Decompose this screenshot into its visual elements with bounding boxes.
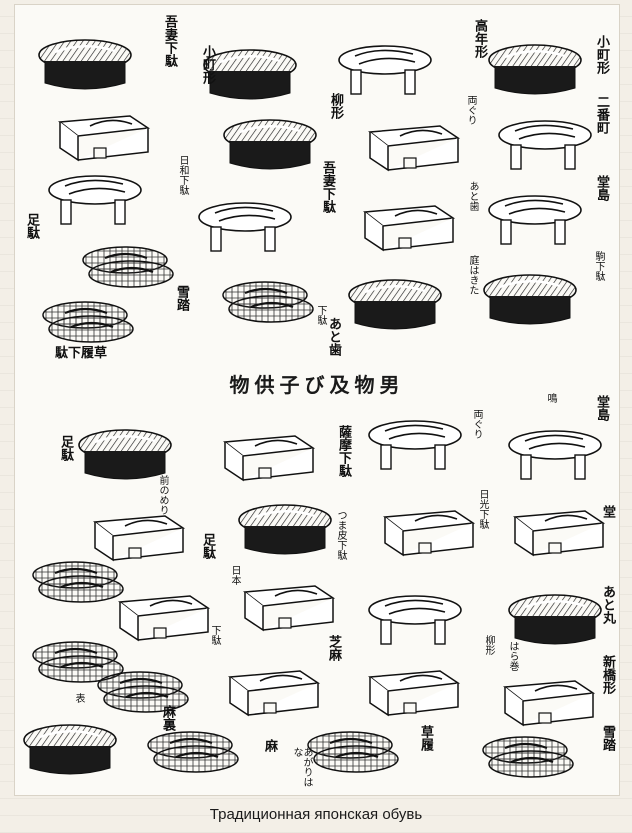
shoe-label: 雪踏 [600,725,615,751]
figure-caption: Традиционная японская обувь [209,806,423,823]
shoe-label: 表 [73,693,84,703]
shoe-label: 下駄 [315,305,326,325]
figure-title: 物供子び及物男 [229,373,405,397]
shoe-label: 麻裏 [160,705,175,731]
shoe-label: 日和下駄 [177,155,188,195]
shoe-label: 日光下駄 [477,489,488,529]
shoe-label: 二番町 [594,95,609,134]
shoe-label: 吾妻下駄 [320,161,335,213]
shoe-label: 雪踏 [174,285,189,311]
shoe-label: 草履 [418,725,433,751]
shoe-label: 堂 [600,505,615,518]
shoe-label: 庭はきた [467,255,478,295]
footwear-drawing [22,38,604,779]
shoe-label: 小町形 [200,45,215,84]
shoe-label: 柳形 [328,93,343,119]
shoe-label: つま皮下駄 [335,510,346,560]
shoe-label: 芝麻 [326,635,341,661]
shoe-label: はら巻 [507,641,518,671]
shoe-label: 前のめり [157,475,168,515]
shoe-label: 堂島 [594,175,609,201]
shoe-label: 駄下履草 [55,346,108,361]
shoe-label: 麻 [262,739,277,752]
shoe-label: あと歯 [326,317,341,356]
shoe-label: 日本 [229,565,240,585]
shoe-label: 鳴 [545,393,556,403]
footwear-illustration: 物供子び及物男 小町形 吾妻下駄 高年形 小町形 柳形 両ぐり 二番町 日和下駄… [14,4,620,796]
shoe-label: 両ぐり [465,95,476,125]
shoe-label: 駒下駄 [593,251,604,281]
shoe-label: あと丸 [600,585,615,624]
shoe-label: 新橋形 [600,655,615,694]
shoe-label: 吾妻下駄 [162,15,177,67]
shoe-label: あがりはな [291,747,312,787]
shoe-label: 足駄 [58,435,73,461]
shoe-label: 両ぐり [471,409,482,439]
shoe-label: 下駄 [209,625,220,645]
shoe-label: 高年形 [472,19,487,58]
shoe-label: 小町形 [594,35,609,74]
shoe-label: あと歯 [467,181,478,211]
shoe-label: 堂島 [594,395,609,421]
shoe-label: 足駄 [24,213,39,239]
shoe-label: 薩摩下駄 [336,425,351,477]
shoe-label: 足駄 [200,533,215,559]
shoe-label: 柳形 [483,635,494,655]
